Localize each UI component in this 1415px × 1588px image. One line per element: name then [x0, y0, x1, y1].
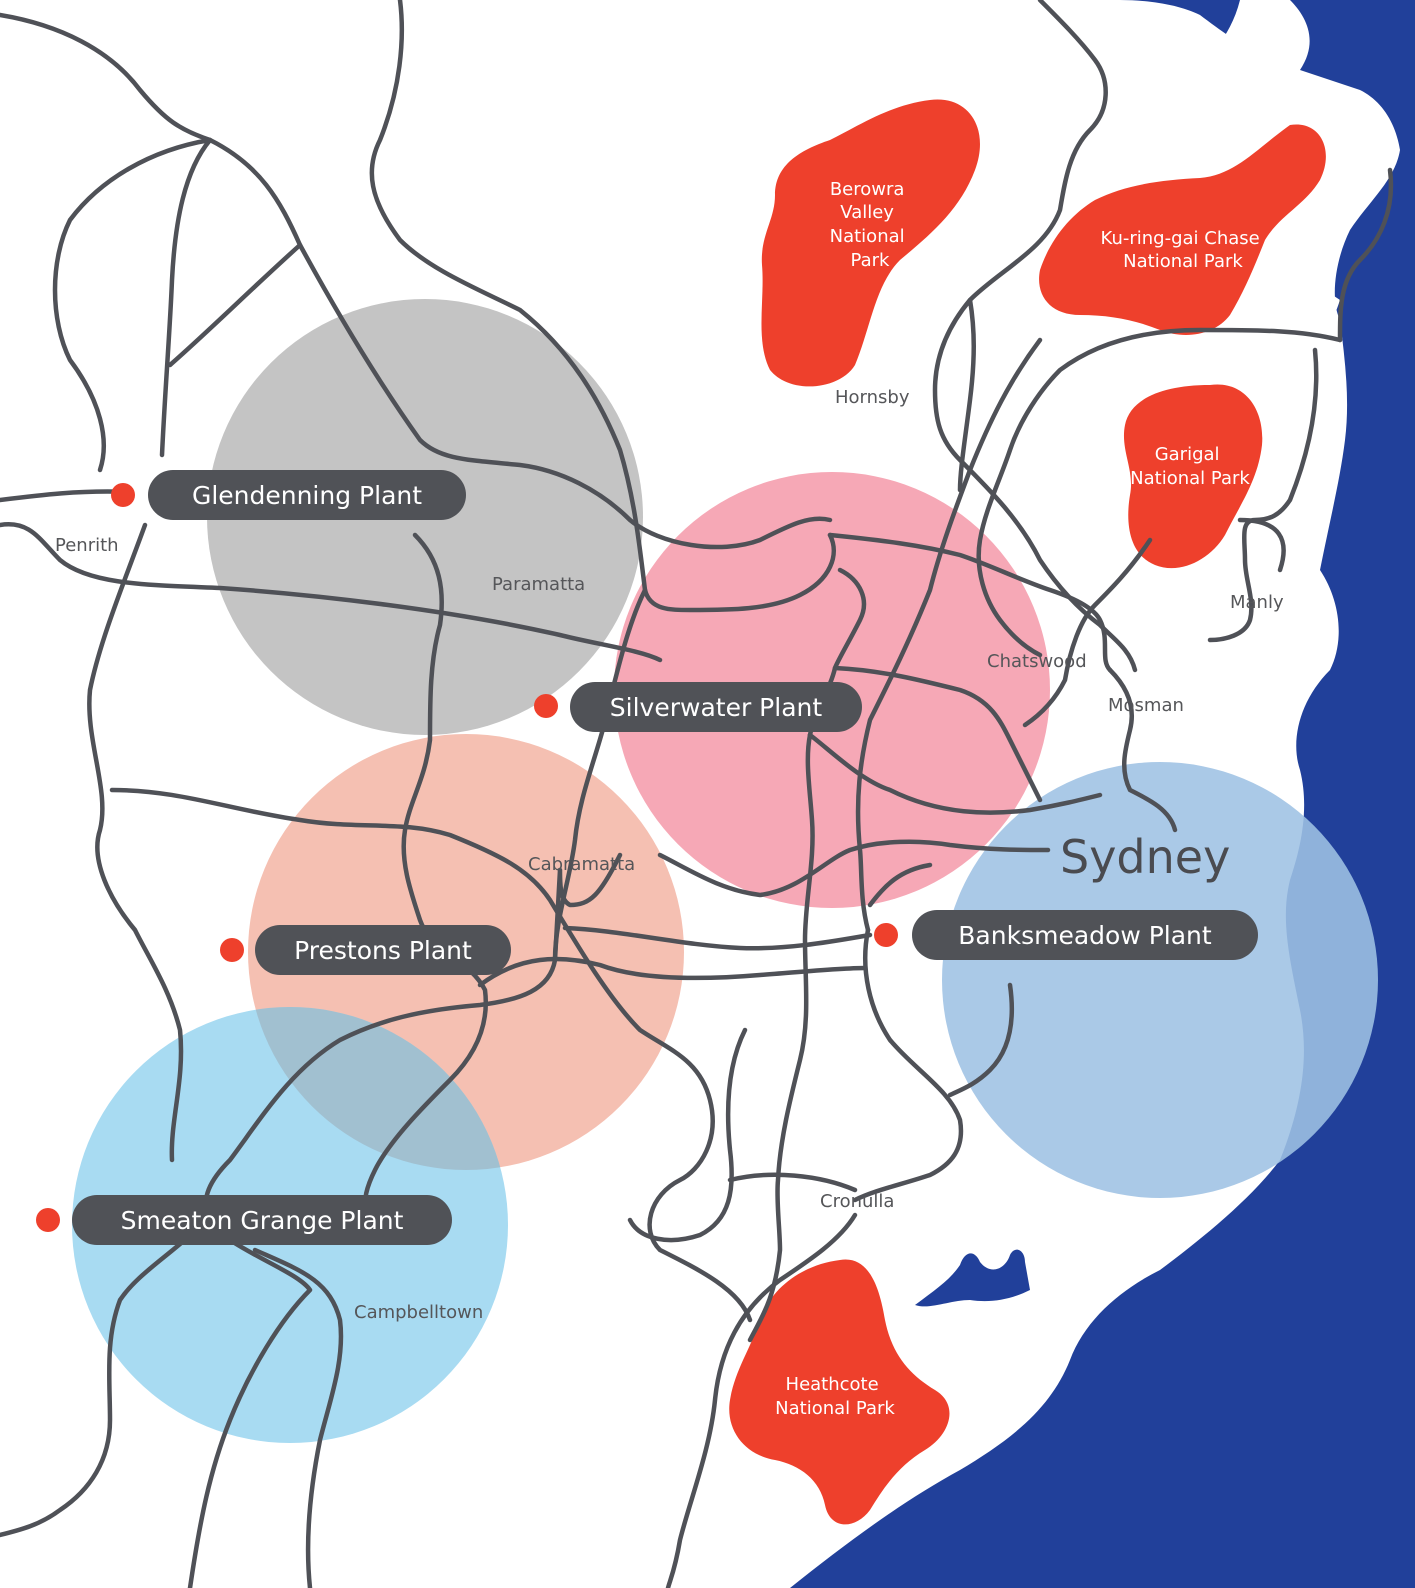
plant-dot [220, 938, 244, 962]
park-label-heathcote: Heathcote National Park [775, 1374, 895, 1419]
plant-prestons[interactable]: Prestons Plant [220, 925, 511, 975]
zone-banksmeadow [942, 762, 1378, 1198]
plant-smeaton[interactable]: Smeaton Grange Plant [36, 1195, 452, 1245]
suburb-paramatta: Paramatta [492, 574, 585, 595]
suburb-campbelltown: Campbelltown [354, 1302, 483, 1323]
road [832, 665, 1043, 803]
road [1337, 167, 1394, 343]
road [957, 297, 976, 493]
park-kuringgai-shape [1039, 124, 1326, 335]
parks-layer [729, 99, 1326, 1525]
road [52, 137, 213, 473]
road [0, 489, 133, 503]
zone-overlap-prestons-smeaton [248, 1007, 508, 1170]
suburb-hornsby: Hornsby [835, 387, 910, 408]
road [747, 732, 815, 1343]
plant-pill [148, 470, 466, 520]
plant-pill [912, 910, 1258, 960]
plant-banksmeadow[interactable]: Banksmeadow Plant [874, 910, 1258, 960]
road [852, 927, 964, 1203]
road [187, 1237, 313, 1588]
road [0, 12, 833, 550]
road [976, 327, 1343, 658]
road [109, 787, 753, 1323]
road [867, 862, 933, 908]
park-labels: Berowra Valley National Park Ku-ring-gai… [775, 179, 1266, 1419]
city-sydney: Sydney [1060, 830, 1230, 884]
plant-dot [111, 483, 135, 507]
suburb-cabramatta: Cabramatta [528, 854, 635, 875]
park-label-garigal: Garigal National Park [1130, 444, 1250, 489]
suburb-penrith: Penrith [55, 535, 119, 556]
road [477, 956, 868, 988]
road [369, 0, 836, 613]
park-garigal-shape [1123, 384, 1263, 569]
plant-label: Banksmeadow Plant [958, 921, 1212, 950]
road [167, 242, 303, 368]
plant-silverwater[interactable]: Silverwater Plant [534, 682, 862, 732]
plant-label: Smeaton Grange Plant [121, 1206, 404, 1235]
road [665, 1212, 858, 1588]
park-label-berowra: Berowra Valley National Park [830, 179, 911, 271]
plant-dot [874, 923, 898, 947]
road [159, 137, 213, 458]
plant-dot [36, 1208, 60, 1232]
plant-dot [534, 694, 558, 718]
ocean [790, 0, 1415, 1588]
road [727, 1172, 858, 1193]
suburb-chatswood: Chatswood [987, 651, 1087, 672]
plant-label: Glendenning Plant [192, 481, 422, 510]
park-label-kuringgai: Ku-ring-gai Chase National Park [1101, 228, 1266, 272]
suburb-manly: Manly [1230, 592, 1284, 613]
harbour-inlet [1184, 0, 1310, 121]
road [855, 337, 1043, 933]
road [562, 925, 873, 951]
road [1022, 537, 1153, 728]
road [0, 1212, 213, 1538]
road [552, 852, 623, 963]
road [947, 982, 1015, 1098]
road [1237, 517, 1286, 573]
road [827, 532, 1113, 673]
plant-pill [72, 1195, 452, 1245]
road [362, 532, 489, 1208]
suburb-labels: Hornsby Penrith Paramatta Chatswood Manl… [55, 387, 1284, 1323]
port-hacking [915, 1249, 1030, 1307]
road [1107, 667, 1178, 833]
suburb-mosman: Mosman [1108, 695, 1184, 716]
plant-label: Prestons Plant [294, 936, 472, 965]
park-berowra-shape [761, 99, 980, 387]
plant-markers: Glendenning Plant Silverwater Plant Pres… [36, 470, 1258, 1245]
suburb-cronulla: Cronulla [820, 1191, 894, 1212]
road [87, 522, 184, 1163]
plant-pill [570, 682, 862, 732]
road [0, 521, 663, 663]
road [807, 732, 1103, 815]
plant-glendenning[interactable]: Glendenning Plant [111, 470, 466, 520]
plant-pill [255, 925, 511, 975]
road [657, 839, 1051, 898]
park-heathcote-shape [729, 1259, 950, 1525]
road [252, 1247, 344, 1588]
plant-label: Silverwater Plant [610, 693, 823, 722]
road [932, 0, 1138, 673]
road [627, 1027, 748, 1243]
